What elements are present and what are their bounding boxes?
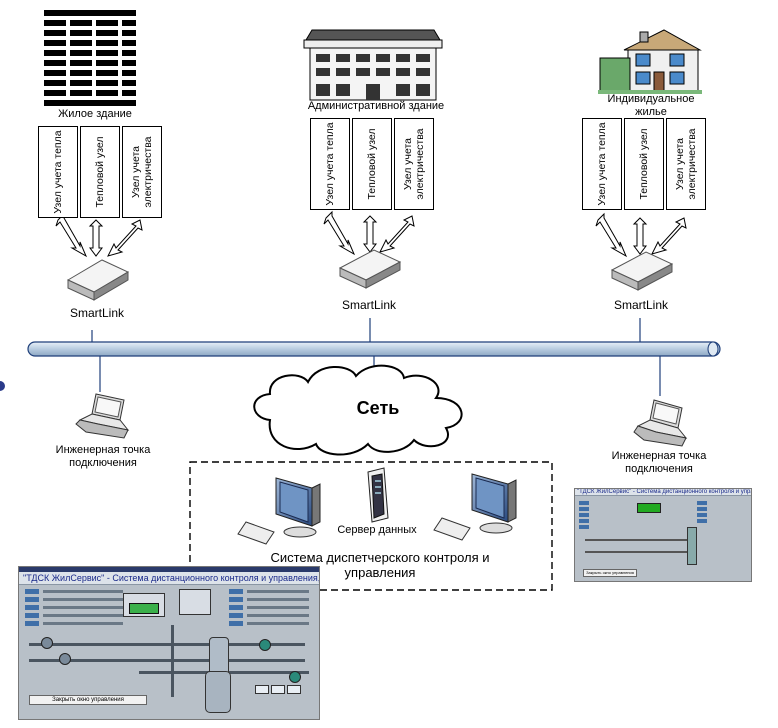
heat-unit-box: Тепловой узел (624, 118, 664, 210)
electric-meter-box: Узел учета электричества (394, 118, 434, 210)
heat-unit-box: Тепловой узел (80, 126, 120, 218)
dispatch-system-label: Система диспетчерского контроля и управл… (270, 550, 490, 580)
smartlink-label: SmartLink (341, 298, 397, 312)
building-label: Административной здание (307, 100, 445, 112)
scada-screenshot-small: "ТДСК ЖилСервис" - Система дистанционног… (574, 488, 752, 582)
workstation-icon (433, 473, 517, 541)
workstation-icon (237, 477, 321, 545)
device-label: Тепловой узел (638, 128, 650, 200)
screen-title: "ТДСК ЖилСервис" - Система дистанционног… (575, 489, 751, 496)
device-label: Узел учета тепла (596, 122, 608, 206)
device-label: Узел учета тепла (52, 130, 64, 214)
heat-meter-box: Узел учета тепла (582, 118, 622, 210)
close-control-button[interactable]: Закрыть окно управления (29, 695, 147, 705)
residential-building-icon (44, 10, 136, 106)
heat-meter-box: Узел учета тепла (310, 118, 350, 210)
admin-building-icon (303, 29, 443, 101)
cloud-icon (253, 364, 463, 456)
network-bus (27, 341, 721, 357)
smartlink-device-icon (610, 251, 674, 291)
data-server-label: Сервер данных (337, 524, 417, 536)
device-label: Узел учета электричества (130, 136, 154, 208)
building-label: Индивидуальное жилье (607, 93, 695, 118)
smartlink-label: SmartLink (69, 306, 125, 320)
server-icon (367, 467, 389, 523)
engineering-access-label: Инженерная точка подключения (55, 444, 151, 469)
smartlink-device-icon (66, 259, 130, 301)
house-icon (598, 29, 702, 94)
electric-meter-box: Узел учета электричества (122, 126, 162, 218)
device-label: Тепловой узел (94, 136, 106, 208)
electric-meter-box: Узел учета электричества (666, 118, 706, 210)
device-label: Узел учета электричества (402, 128, 426, 200)
device-label: Узел учета электричества (674, 128, 698, 200)
device-label: Узел учета тепла (324, 122, 336, 206)
connection-arrows (55, 210, 687, 258)
laptop-icon (75, 393, 130, 439)
building-label: Жилое здание (58, 108, 132, 120)
smartlink-device-icon (338, 249, 402, 289)
screen-title: "ТДСК ЖилСервис" - Система дистанционног… (19, 572, 319, 585)
network-label: Сеть (356, 398, 400, 418)
laptop-icon (633, 399, 688, 447)
edge-marker (0, 381, 5, 391)
smartlink-label: SmartLink (613, 298, 669, 312)
heat-meter-box: Узел учета тепла (38, 126, 78, 218)
device-label: Тепловой узел (366, 128, 378, 200)
engineering-access-label: Инженерная точка подключения (611, 450, 707, 475)
dispatch-system-frame (189, 461, 553, 591)
scada-screenshot-large: "ТДСК ЖилСервис" - Система дистанционног… (18, 566, 320, 720)
heat-unit-box: Тепловой узел (352, 118, 392, 210)
close-control-button[interactable]: Закрыть окно управления (583, 569, 637, 577)
